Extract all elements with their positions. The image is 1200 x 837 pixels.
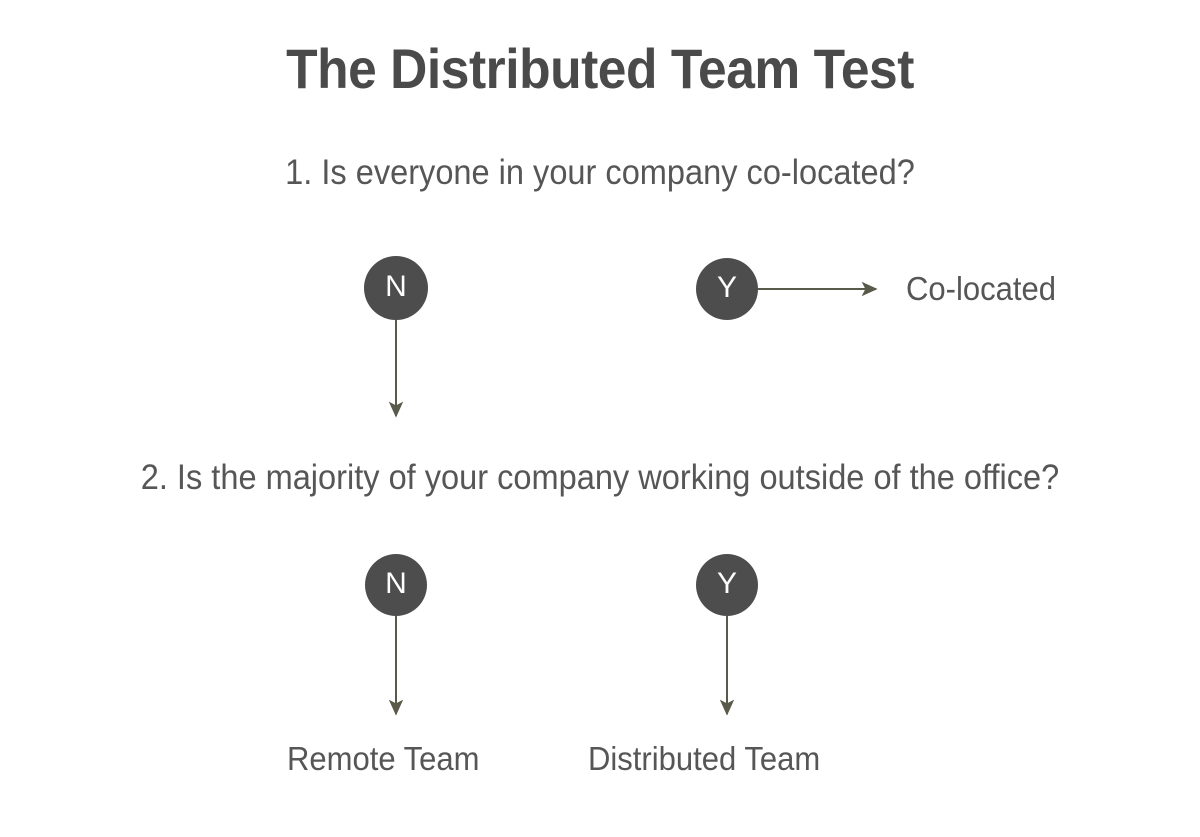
- decision-node-q2-no[interactable]: N: [365, 554, 427, 616]
- decision-node-q1-yes[interactable]: Y: [696, 258, 758, 320]
- question-1-text: 1. Is everyone in your company co-locate…: [285, 153, 915, 192]
- decision-node-q2-yes[interactable]: Y: [696, 554, 758, 616]
- question-2-text: 2. Is the majority of your company worki…: [140, 458, 1060, 497]
- decision-node-q2-no-label: N: [385, 567, 407, 600]
- outcome-label-distributed-team: Distributed Team: [588, 740, 821, 777]
- decision-node-q2-yes-label: Y: [716, 567, 737, 600]
- outcome-label-remote-team: Remote Team: [287, 740, 480, 777]
- decision-node-q1-no-label: N: [385, 270, 407, 303]
- decision-node-q1-yes-label: Y: [716, 271, 737, 304]
- decision-node-q1-no[interactable]: N: [364, 256, 428, 320]
- page-title: The Distributed Team Test: [286, 37, 914, 100]
- outcome-label-co-located: Co-located: [906, 270, 1057, 307]
